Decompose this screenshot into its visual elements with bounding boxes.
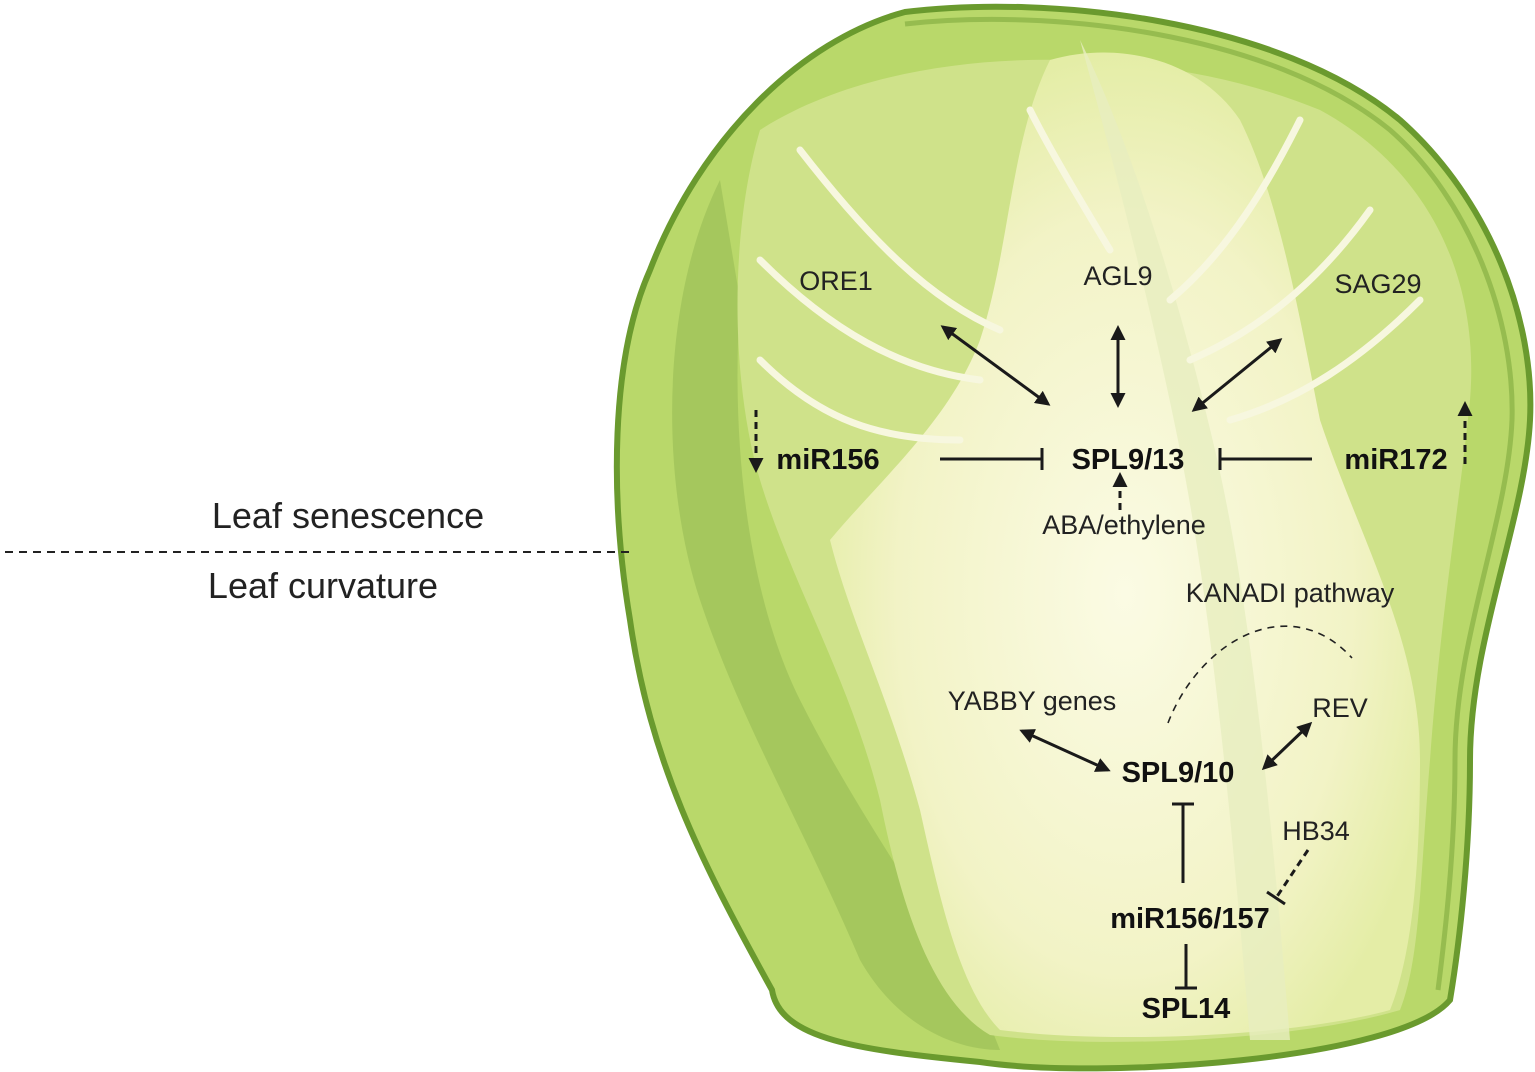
leaf-illustration [613, 3, 1534, 1072]
node-kanadi-pathway: KANADI pathway [1186, 578, 1395, 608]
arrow-rev-spl9-10 [1261, 721, 1313, 771]
leaf-core [830, 52, 1420, 1038]
node-agl9: AGL9 [1083, 261, 1152, 291]
section-label-senescence: Leaf senescence [212, 495, 484, 536]
node-ore1: ORE1 [799, 266, 873, 296]
node-mir156: miR156 [776, 444, 879, 476]
leaf-edge-frill [904, 16, 1515, 991]
arrow-ore1-spl9-13 [940, 325, 1051, 406]
node-hb34: HB34 [1282, 816, 1350, 846]
inhibit-mir156-spl9-13 [940, 448, 1044, 470]
arrow-yabby-spl9-10 [1019, 729, 1111, 772]
node-sag29: SAG29 [1334, 269, 1421, 299]
inhibit-mir156-157-spl14 [1175, 944, 1197, 990]
node-rev: REV [1312, 693, 1368, 723]
node-spl14: SPL14 [1142, 993, 1231, 1025]
node-spl9-10: SPL9/10 [1122, 757, 1235, 789]
section-label-curvature: Leaf curvature [208, 565, 438, 606]
inhibit-mir156-157-spl9-10 [1172, 802, 1194, 883]
node-mir156-157: miR156/157 [1110, 903, 1270, 935]
leaf-midrib [1080, 40, 1290, 1040]
node-yabby-genes: YABBY genes [948, 686, 1117, 716]
arrow-sag29-spl9-13 [1191, 338, 1283, 412]
node-spl9-13: SPL9/13 [1072, 444, 1185, 476]
leaf-left-band [672, 180, 1000, 1050]
node-aba-ethylene: ABA/ethylene [1042, 510, 1206, 540]
dashed-inhibit-hb34-mir156-157 [1266, 849, 1310, 906]
node-mir172: miR172 [1344, 444, 1447, 476]
kanadi-dashed-arc [1167, 625, 1353, 724]
inhibit-mir172-spl9-13 [1218, 448, 1312, 470]
